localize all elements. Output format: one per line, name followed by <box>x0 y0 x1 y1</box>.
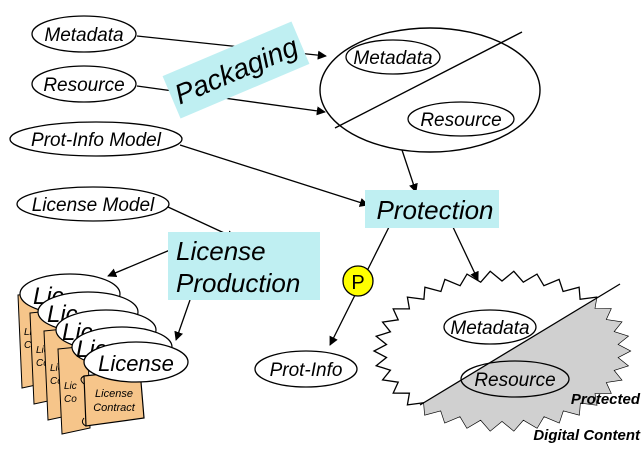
package-resource-oval <box>407 101 515 137</box>
packaging-highlight <box>162 21 310 119</box>
protection-highlight <box>365 190 499 228</box>
p-marker-text: P <box>351 272 364 294</box>
protected-metadata-oval <box>443 309 537 345</box>
arrow-production-to-license-front <box>174 299 191 341</box>
package-metadata-oval <box>345 39 441 75</box>
license-contract-line1: License <box>95 388 133 400</box>
protected-caption-line1: Protected <box>571 391 641 408</box>
license-front-oval <box>83 341 189 383</box>
prot-info-label: Prot-Info <box>270 360 343 381</box>
protected-content-seal: Metadata Resource Protected Digital Cont… <box>372 270 641 444</box>
package-ellipse: Metadata Resource <box>319 27 541 153</box>
arrow-package-to-protection <box>401 149 418 193</box>
protected-seal-shading <box>380 284 630 431</box>
package-resource-label: Resource <box>420 110 501 131</box>
input-metadata-label: Metadata <box>44 25 123 46</box>
input-resource: Resource <box>31 65 137 103</box>
input-prot-info-model-label: Prot-Info Model <box>31 130 162 151</box>
package-divider <box>334 31 523 129</box>
packaging-label: Packaging <box>162 21 310 119</box>
license-production-line2: Production <box>176 268 300 298</box>
protected-resource-label: Resource <box>474 370 555 391</box>
protected-metadata-label: Metadata <box>450 318 529 339</box>
protection-label: Protection <box>365 190 499 228</box>
license-production-highlight <box>168 232 320 300</box>
package-metadata-label: Metadata <box>353 48 432 69</box>
scroll-fragment-4b: Co <box>64 394 77 405</box>
license-production-line1: License <box>176 236 266 266</box>
license-front-label: License <box>98 351 174 376</box>
license-production-label: License Production <box>168 232 320 300</box>
scroll-fragment-3a: Lic <box>50 363 63 374</box>
scroll-fragment-1b: Co <box>24 340 37 351</box>
input-license-model-label: License Model <box>32 195 155 216</box>
arrow-protection-to-protected-content <box>451 224 479 281</box>
scroll-fragment-2b: Co <box>36 358 49 369</box>
scroll-fragment-3b: Co <box>50 376 63 387</box>
protection-text: Protection <box>376 195 493 225</box>
input-resource-label: Resource <box>43 75 124 96</box>
input-prot-info-model: Prot-Info Model <box>9 121 183 157</box>
arrow-resource-to-package <box>136 85 326 116</box>
p-marker: P <box>342 265 374 297</box>
license-stack: Lic Lic Co Lic Lic Co Lic Lic Co Lic Lic… <box>17 273 189 435</box>
arrow-protinfo-to-protection <box>179 144 369 207</box>
input-metadata: Metadata <box>31 15 137 53</box>
prot-info-output: Prot-Info <box>254 350 358 388</box>
protected-divider <box>419 283 621 406</box>
scroll-fragment-4a: Lic <box>64 381 77 392</box>
license-contract-line2: Contract <box>93 402 136 414</box>
protected-caption-line2: Digital Content <box>533 427 641 444</box>
input-license-model: License Model <box>16 186 170 222</box>
arrow-production-to-licenses <box>107 249 171 278</box>
scroll-fragment-2a: Lic <box>36 345 49 356</box>
scroll-curl-bottom <box>81 417 87 427</box>
protected-resource-oval <box>460 360 570 398</box>
scroll-curl-top <box>80 375 85 385</box>
